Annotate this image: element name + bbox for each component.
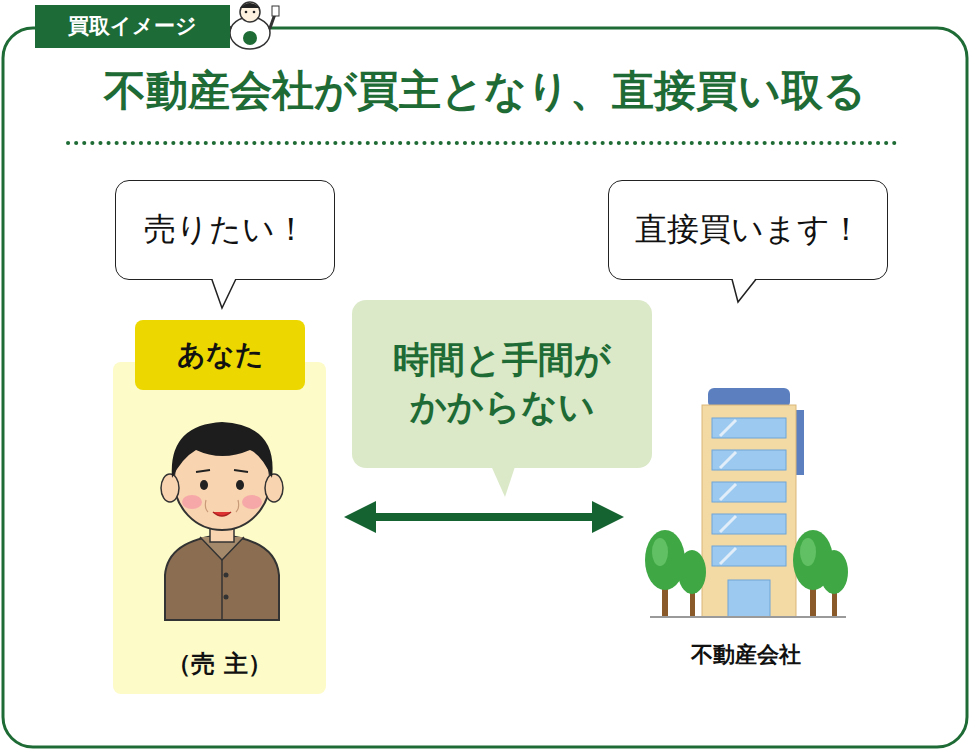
bubble-tail (491, 466, 515, 497)
mascot (222, 2, 279, 49)
bubble-tail-outline (212, 279, 236, 308)
building-illustration (645, 388, 848, 617)
tag-band: 買取イメージ (35, 5, 230, 48)
node-text: 不動産会社 (691, 641, 801, 670)
bubble-tail-outline (732, 279, 756, 302)
diagram-title: 不動産会社が買主となり、直接買い取る (0, 66, 970, 117)
person-illustration (161, 422, 283, 620)
bubble-tail (212, 278, 236, 308)
company-node: 不動産会社 (606, 380, 886, 680)
speech-bubble: 売りたい！ (115, 180, 335, 280)
bubble-tail (732, 278, 756, 302)
dotted-rule (68, 141, 902, 145)
seller-panel: （売 主）あなた (113, 362, 326, 694)
outer-frame (3, 28, 967, 747)
node-text: 買取イメージ (68, 13, 197, 40)
speech-bubble: 直接買います！ (608, 180, 888, 280)
node-text: 売りたい！ (144, 209, 307, 251)
node-text: あなた (177, 337, 264, 373)
node-text: （売 主） (167, 649, 271, 680)
name-tag: あなた (135, 320, 305, 390)
double-arrow (360, 513, 608, 521)
benefit-bubble: 時間と手間が かからない (352, 300, 652, 468)
node-text: 時間と手間が かからない (382, 337, 622, 431)
node-text: 直接買います！ (635, 209, 862, 251)
panel-ground (113, 362, 326, 694)
